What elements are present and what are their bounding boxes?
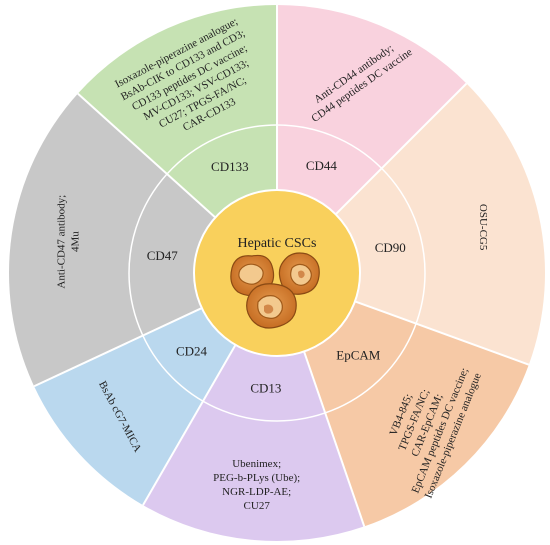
- marker-label-cd133: CD133: [211, 159, 249, 174]
- marker-label-cd24: CD24: [176, 343, 208, 358]
- marker-label-cd90: CD90: [375, 240, 406, 255]
- drug-item-cd47: Anti-CD47 antibody;: [55, 195, 67, 289]
- divider-cd133: [77, 92, 216, 219]
- divider-cd47: [33, 307, 203, 388]
- drug-item-cd90: OSU-CG5: [477, 204, 489, 251]
- divider-cd24: [142, 344, 237, 506]
- divider-cd90: [334, 82, 468, 216]
- drug-item-cd13: CU27: [244, 500, 271, 512]
- drug-item-cd13: Ubenimex;: [232, 458, 281, 470]
- marker-label-cd13: CD13: [250, 380, 281, 395]
- center-title: Hepatic CSCs: [238, 236, 317, 251]
- sector-cd13: [143, 273, 365, 541]
- drug-item-cd47: 4Mu: [69, 231, 81, 252]
- marker-label-cd47: CD47: [147, 248, 179, 263]
- divider-cd13: [303, 351, 366, 527]
- drug-list-cd13: Ubenimex; PEG-b-PLys (Ube); NGR-LDP-AE; CU2…: [213, 458, 300, 512]
- sector-cd47: [8, 93, 277, 387]
- center-circle: [193, 189, 361, 357]
- marker-ring-boundary: [128, 124, 426, 422]
- drug-list-cd47: Anti-CD47 antibody;4Mu: [55, 195, 81, 289]
- drug-item-cd13: PEG-b-PLys (Ube);: [213, 472, 300, 484]
- divider-epcam: [354, 300, 530, 366]
- marker-label-cd44: CD44: [306, 158, 338, 173]
- sector-dividers: [33, 5, 530, 527]
- cancer-stem-cells-icon: [230, 252, 320, 329]
- marker-label-epcam: EpCAM: [336, 348, 381, 363]
- sector-epcam: [277, 273, 529, 527]
- drug-list-cd90: OSU-CG5: [477, 204, 489, 251]
- drug-item-cd13: NGR-LDP-AE;: [222, 486, 291, 498]
